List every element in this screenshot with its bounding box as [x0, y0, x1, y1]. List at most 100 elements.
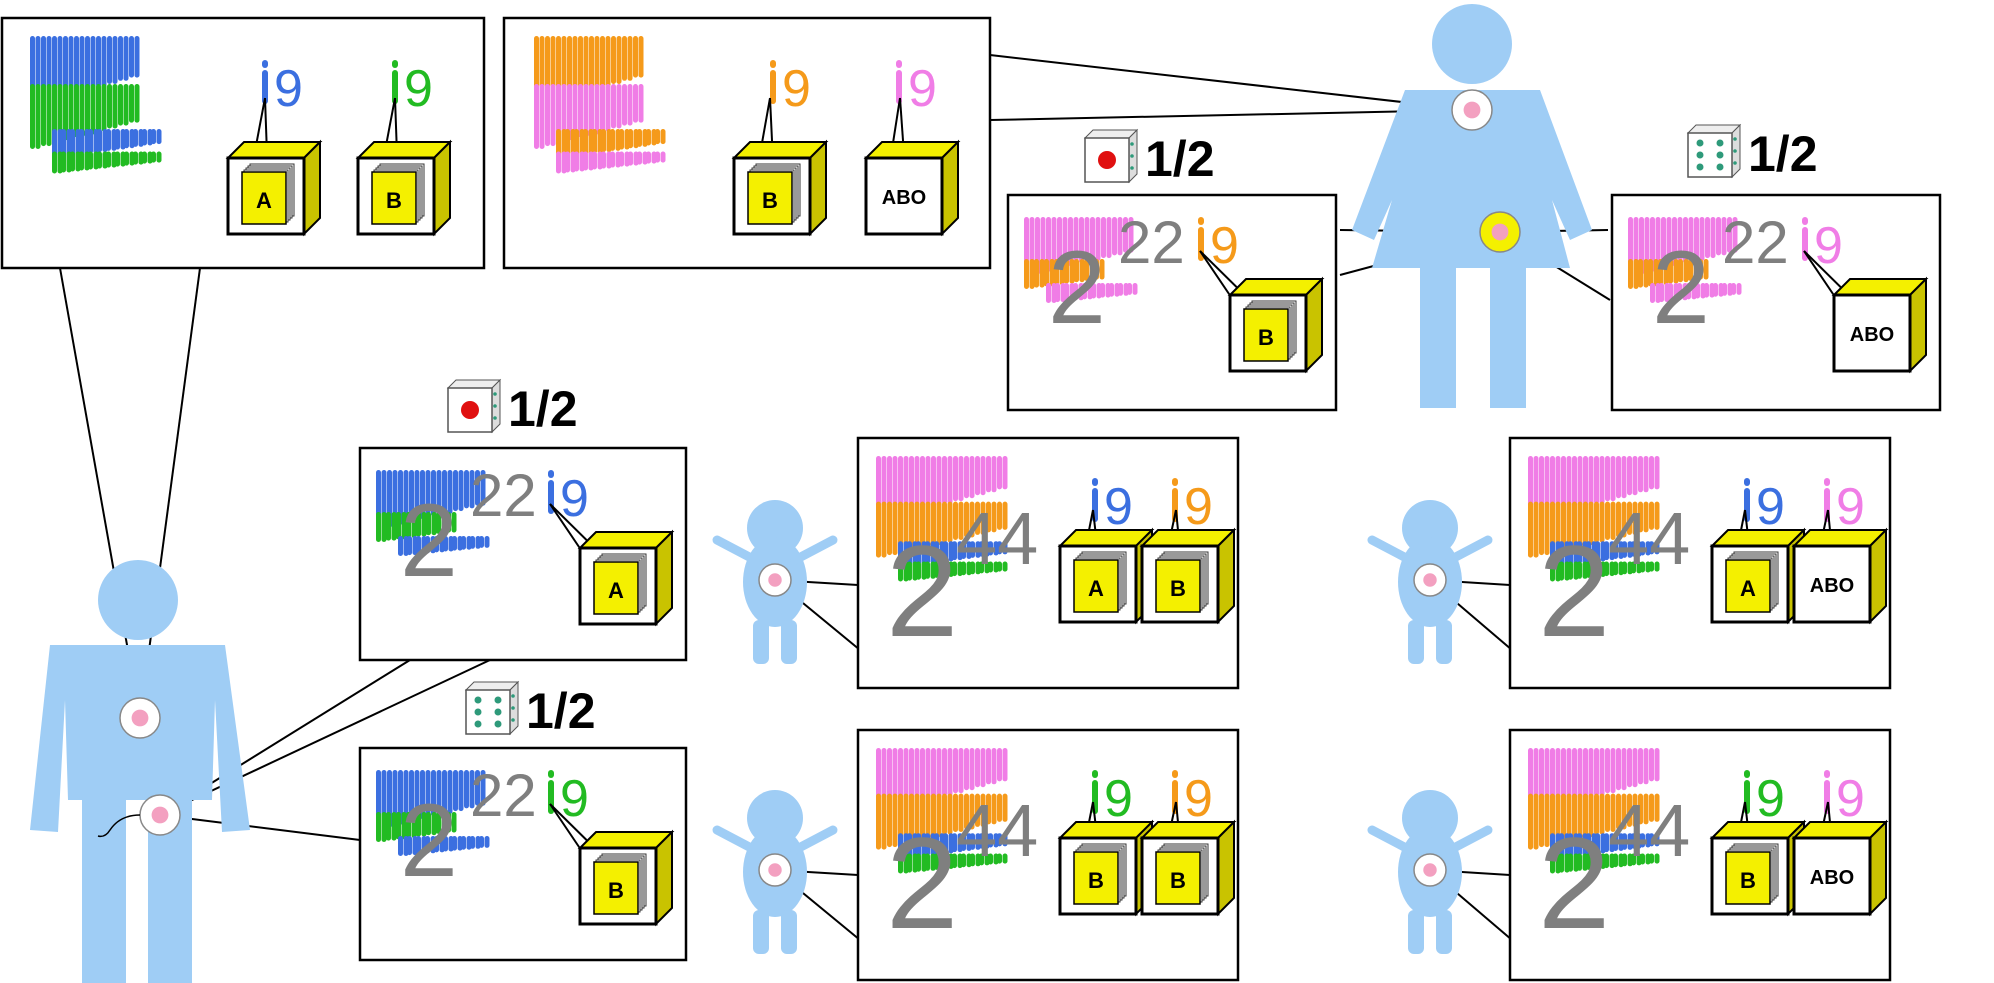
die-pip [1130, 154, 1134, 158]
chromosome [970, 541, 975, 558]
chromosome [1588, 501, 1594, 545]
chromosome [1616, 793, 1621, 830]
chromosome [1683, 259, 1689, 283]
chromosome [961, 561, 966, 576]
chromosome [1555, 793, 1561, 845]
mother-body [1352, 90, 1592, 268]
chromosome [1663, 259, 1669, 285]
chromosome [1622, 833, 1627, 850]
die-six-icon: 1/2 [1686, 123, 1818, 182]
chromosome [988, 541, 993, 556]
chromosome [934, 541, 939, 563]
chromosome [907, 853, 912, 873]
chromosome [1622, 561, 1627, 575]
chromosome [1544, 501, 1550, 556]
chromosome [633, 36, 638, 78]
chromosome [578, 84, 583, 138]
chromosome [1613, 833, 1618, 852]
haploid-small-number: 22 [470, 462, 537, 529]
chromosome [610, 129, 615, 151]
die-pip [494, 720, 502, 728]
chromosome [421, 812, 427, 837]
chromosome [1621, 748, 1627, 791]
karyotype [534, 36, 666, 174]
chromosome [997, 833, 1002, 847]
chromosome [480, 470, 486, 506]
chromosome [997, 501, 1002, 530]
chromosome [638, 36, 644, 78]
baby-leg [781, 910, 797, 954]
chromosome [1654, 748, 1660, 782]
chromosome [1616, 501, 1621, 538]
diploid-small-number: 44 [956, 497, 1038, 580]
chromosome [97, 129, 102, 153]
chromosome [550, 84, 556, 147]
chromosome [425, 536, 430, 554]
chromosome [1577, 853, 1582, 871]
chromosome [655, 151, 660, 163]
chromosome [133, 151, 138, 165]
chromosome [411, 812, 417, 838]
gene-card [1073, 559, 1119, 613]
chromosome [398, 470, 403, 525]
chromosome [1583, 748, 1588, 800]
chromosome [958, 456, 964, 502]
chromosome [1034, 259, 1039, 288]
chromosome [567, 36, 572, 97]
chromosome [1631, 833, 1636, 849]
box-side [1909, 276, 1927, 374]
chromosome [980, 748, 986, 788]
chromosome [1089, 259, 1095, 281]
chromosome [1640, 541, 1645, 556]
chromosome [1082, 283, 1087, 300]
chromosome [920, 793, 925, 840]
gene-box: B [731, 97, 829, 237]
die-pip [1733, 161, 1737, 165]
chromosome [57, 36, 63, 100]
box-side [655, 529, 673, 627]
chromosome [1586, 561, 1591, 578]
baby-figure [712, 790, 838, 954]
die-top [1083, 129, 1139, 139]
chromosome [953, 456, 958, 502]
chromosome [572, 84, 578, 141]
chromosome-9-label: 9 [262, 60, 303, 118]
chromosome [101, 36, 107, 88]
chromosome [90, 84, 96, 135]
chromosome [407, 836, 412, 856]
chromosome [85, 36, 90, 91]
chromosome [1672, 217, 1677, 267]
baby-leg [1408, 620, 1424, 664]
chromosome [898, 456, 903, 517]
chromosome [1117, 217, 1123, 256]
box-side [1217, 527, 1235, 625]
haploid-big-number: 2 [1652, 230, 1710, 346]
chromosome [1704, 283, 1709, 298]
chromosome [633, 84, 638, 123]
chromosome [1649, 748, 1654, 782]
chromosome [420, 770, 425, 820]
baby-leg [1408, 910, 1424, 954]
chromosome [461, 836, 466, 850]
chromosome [464, 770, 469, 809]
chromosome [627, 36, 633, 81]
chromosome [980, 501, 986, 535]
chromosome [1568, 561, 1573, 580]
chromosome [1638, 748, 1643, 785]
chromosome [920, 748, 925, 803]
chromosome [925, 541, 930, 564]
die-face [465, 689, 511, 735]
chromosome [925, 833, 930, 856]
chromosome [628, 151, 633, 166]
chromosome-9-number: 9 [1104, 770, 1133, 828]
chromosome [1561, 456, 1566, 514]
chromosome [1024, 259, 1029, 289]
chromosome [1057, 217, 1062, 269]
chromosome [619, 151, 624, 167]
chromosome [376, 512, 381, 542]
haploid-big-number: 2 [400, 483, 458, 599]
chromosome [916, 541, 921, 565]
chromosome-9-top [896, 60, 902, 68]
chromosome-9-top [548, 470, 554, 478]
box-side [1869, 819, 1887, 917]
